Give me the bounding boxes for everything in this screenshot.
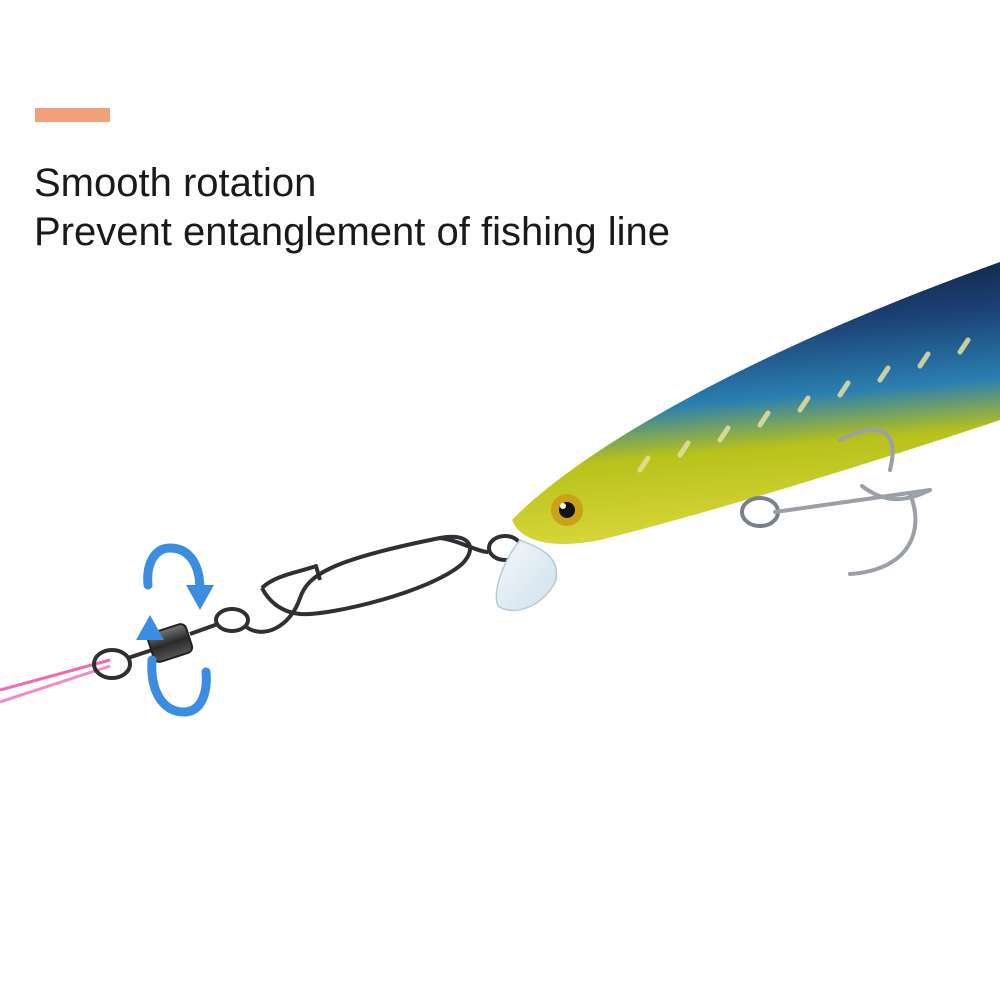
rotation-arrows-icon	[136, 543, 214, 717]
accent-bar	[35, 108, 110, 122]
rolling-swivel	[92, 607, 250, 680]
feature-title-rotation: Smooth rotation	[34, 161, 317, 205]
fishing-lure	[495, 262, 1000, 612]
treble-hook	[740, 428, 932, 576]
fishing-line	[0, 658, 111, 704]
snap-connector	[243, 534, 489, 634]
feature-title-entanglement: Prevent entanglement of fishing line	[34, 210, 670, 254]
